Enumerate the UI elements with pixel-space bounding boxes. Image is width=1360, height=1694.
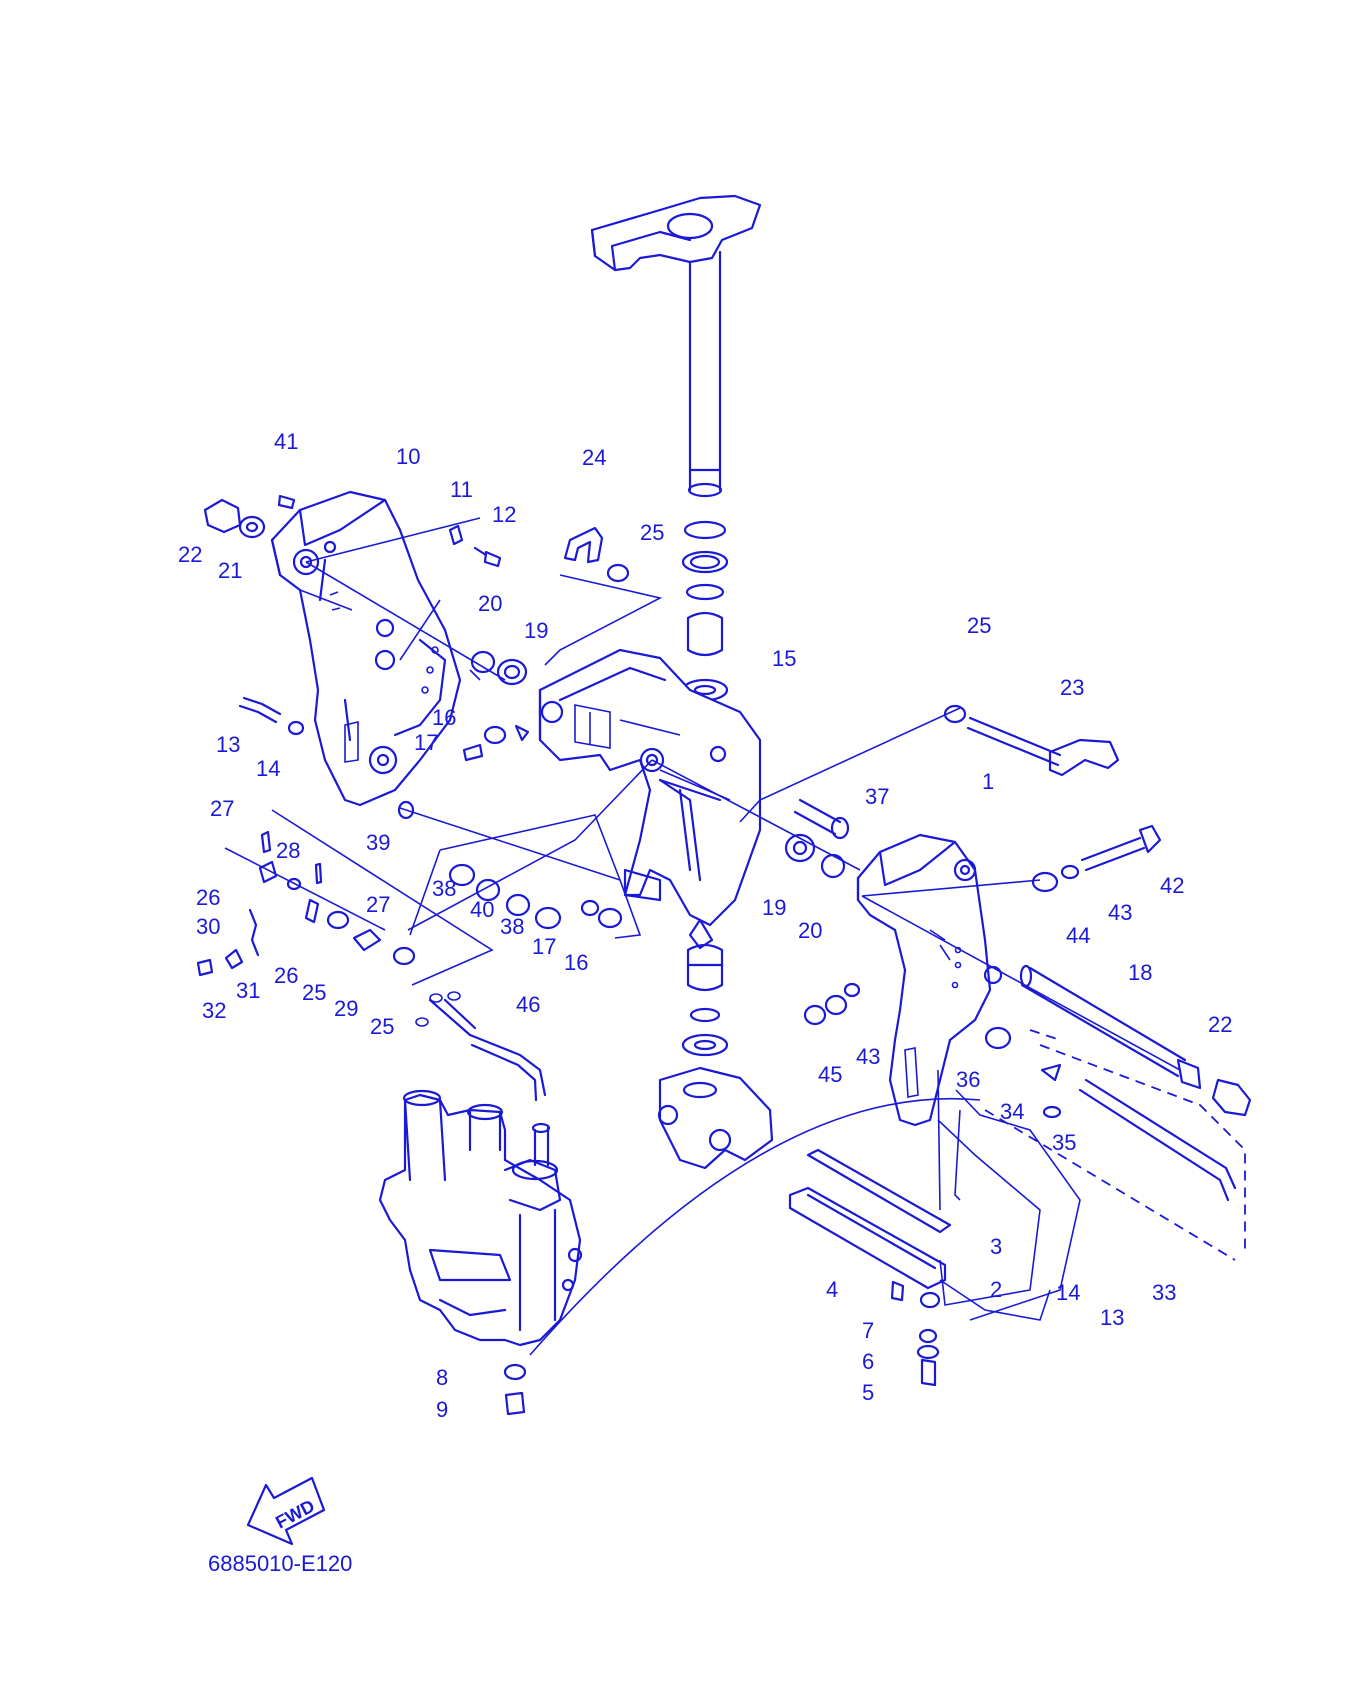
callout: 14 (1056, 1280, 1080, 1305)
callout: 45 (818, 1062, 842, 1087)
steering-arm-shaft (590, 194, 762, 498)
shafts-and-rods (563, 526, 1252, 1202)
callout: 33 (1152, 1280, 1176, 1305)
callout: 3 (990, 1234, 1002, 1259)
callout: 10 (396, 444, 420, 469)
callout: 6 (862, 1349, 874, 1374)
swivel-bracket (538, 648, 762, 950)
callout: 27 (366, 892, 390, 917)
right-clamp-bracket (856, 833, 1003, 1127)
lower-mount (657, 943, 774, 1170)
callout: 22 (178, 542, 202, 567)
callout: 17 (414, 730, 438, 755)
callout: 22 (1208, 1012, 1232, 1037)
callout: 4 (826, 1277, 838, 1302)
callout: 30 (196, 914, 220, 939)
callout: 23 (1060, 675, 1084, 700)
callout: 25 (640, 520, 664, 545)
callout: 44 (1066, 923, 1090, 948)
small-hardware (196, 494, 1162, 1416)
callout: 12 (492, 502, 516, 527)
left-clamp-bracket (270, 490, 462, 807)
callout: 31 (236, 978, 260, 1003)
callout: 32 (202, 998, 226, 1023)
callout: 25 (967, 613, 991, 638)
callout: 28 (276, 838, 300, 863)
callout: 25 (370, 1014, 394, 1039)
callout: 40 (470, 897, 494, 922)
callout: 13 (1100, 1305, 1124, 1330)
callout: 39 (366, 830, 390, 855)
fwd-label: FWD (272, 1496, 318, 1533)
callout: 13 (216, 732, 240, 757)
callout: 25 (302, 980, 326, 1005)
callout: 27 (210, 796, 234, 821)
callout: 19 (762, 895, 786, 920)
callout: 17 (532, 934, 556, 959)
callout: 46 (516, 992, 540, 1017)
callout: 11 (450, 477, 473, 502)
callout: 16 (432, 705, 456, 730)
callout: 42 (1160, 873, 1184, 898)
callout: 21 (218, 558, 242, 583)
trim-tilt-unit (378, 1089, 583, 1347)
callout: 15 (772, 646, 796, 671)
callout: 1 (982, 769, 994, 794)
callout: 26 (274, 963, 298, 988)
callout: 16 (564, 950, 588, 975)
callout-labels: 1 2 3 4 5 6 7 8 9 10 11 12 13 13 14 14 1… (178, 429, 1232, 1422)
shaft-bushings (681, 520, 729, 702)
leader-lines (224, 517, 1246, 1356)
callout: 26 (196, 885, 220, 910)
callout: 34 (1000, 1099, 1024, 1124)
callout: 19 (524, 618, 548, 643)
callout: 20 (478, 591, 502, 616)
callout: 18 (1128, 960, 1152, 985)
callout: 2 (990, 1277, 1002, 1302)
callout: 20 (798, 918, 822, 943)
fwd-arrow: FWD (246, 1476, 326, 1546)
callout: 38 (432, 876, 456, 901)
callout: 36 (956, 1067, 980, 1092)
callout: 43 (856, 1044, 880, 1069)
part-code: 6885010-E120 (208, 1551, 352, 1576)
callout: 14 (256, 756, 280, 781)
callout: 29 (334, 996, 358, 1021)
callout: 9 (436, 1397, 448, 1422)
callout: 35 (1052, 1130, 1076, 1155)
callout: 24 (582, 445, 606, 470)
callout: 7 (862, 1318, 874, 1343)
callout: 8 (436, 1365, 448, 1390)
callout: 43 (1108, 900, 1132, 925)
callout: 37 (865, 784, 889, 809)
callout: 41 (274, 429, 298, 454)
callout: 5 (862, 1380, 874, 1405)
callout: 38 (500, 914, 524, 939)
